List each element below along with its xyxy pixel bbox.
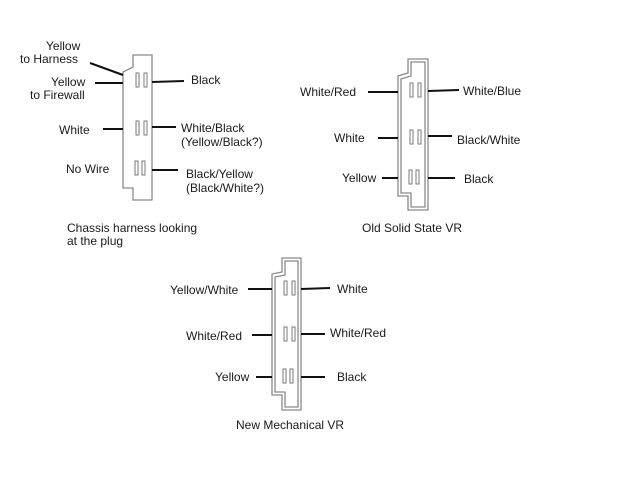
new-vr-pin-mid-left [283, 326, 288, 342]
chassis-pin-mid-left [135, 120, 140, 136]
label-yellow-harness-2: to Harness [20, 52, 78, 66]
new-vr-pin-mid-right [291, 326, 296, 342]
label-old-vr-white-blue: White/Blue [463, 84, 521, 98]
new-vr-pin-bot-left [282, 368, 287, 384]
new-vr-connector [248, 257, 331, 411]
new-vr-pin-bot-right [289, 368, 294, 384]
label-chassis-white-black: White/Black [181, 121, 245, 135]
old-vr-wire-white-blue [427, 89, 460, 92]
label-old-vr-white: White [334, 131, 365, 145]
old-vr-connector [368, 58, 460, 211]
label-chassis-black-yellow: Black/Yellow [186, 167, 253, 181]
label-chassis-no-wire: No Wire [66, 162, 110, 176]
chassis-pin-mid-right [143, 120, 148, 136]
chassis-pin-bot-right [141, 160, 146, 176]
label-old-vr-black-white: Black/White [457, 133, 521, 147]
chassis-wire-black [151, 80, 185, 83]
old-vr-outline-inner [400, 61, 426, 208]
caption-new-vr: New Mechanical VR [236, 418, 344, 432]
label-new-vr-yellow: Yellow [215, 370, 250, 384]
label-yellow-firewall-2: to Firewall [30, 88, 85, 102]
label-old-vr-yellow: Yellow [342, 171, 377, 185]
new-vr-wire-white [300, 287, 331, 290]
old-vr-pin-top-right [417, 82, 422, 98]
label-new-vr-white-red-right: White/Red [330, 326, 386, 340]
caption-old-vr: Old Solid State VR [362, 221, 462, 235]
label-yellow-harness-1: Yellow [46, 39, 81, 53]
label-old-vr-white-red: White/Red [300, 85, 356, 99]
label-chassis-black-white-q: (Black/White?) [186, 181, 264, 195]
old-vr-outline-outer [397, 58, 429, 211]
chassis-pin-top-right [143, 72, 148, 88]
old-vr-pin-bot-left [408, 169, 413, 185]
new-vr-outline-outer [271, 257, 302, 411]
label-new-vr-white: White [337, 282, 368, 296]
old-vr-pin-bot-right [415, 169, 420, 185]
caption-chassis-line2: at the plug [67, 234, 123, 248]
chassis-wire-yellow-harness [89, 62, 124, 76]
old-vr-pin-mid-left [409, 129, 414, 145]
new-vr-pin-top-left [283, 280, 288, 296]
label-chassis-yellow-black-q: (Yellow/Black?) [181, 135, 263, 149]
new-vr-pin-top-right [291, 280, 296, 296]
caption-chassis-line1: Chassis harness looking [67, 221, 197, 235]
old-vr-pin-top-left [409, 82, 414, 98]
chassis-connector-outline [122, 54, 153, 201]
chassis-pin-top-left [135, 72, 140, 88]
new-vr-outline-inner [274, 260, 299, 408]
old-vr-pin-mid-right [417, 129, 422, 145]
label-old-vr-black: Black [464, 172, 494, 186]
chassis-pin-bot-left [134, 160, 139, 176]
label-chassis-black: Black [191, 73, 221, 87]
label-new-vr-yellow-white: Yellow/White [170, 283, 239, 297]
label-yellow-firewall-1: Yellow [51, 75, 86, 89]
chassis-harness-connector [89, 54, 185, 201]
label-new-vr-black: Black [337, 370, 367, 384]
label-chassis-white: White [59, 123, 90, 137]
label-new-vr-white-red-left: White/Red [186, 329, 242, 343]
